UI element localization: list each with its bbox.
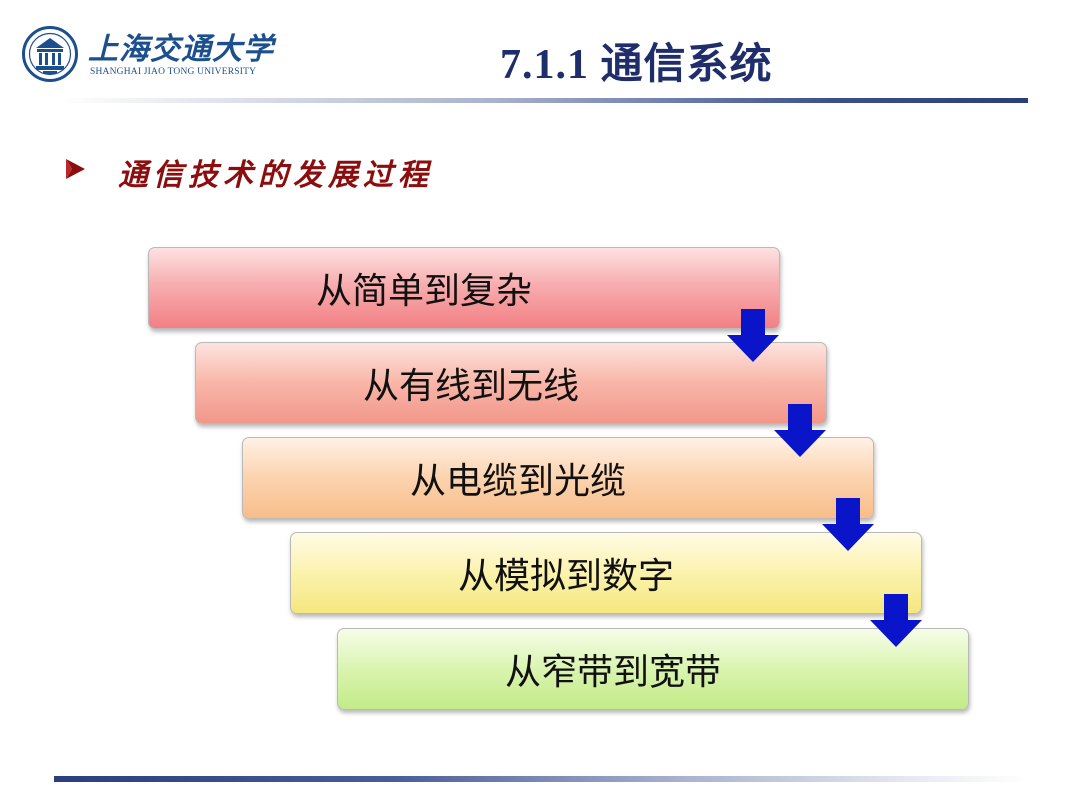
down-arrow-icon xyxy=(870,594,922,647)
step-box: 从有线到无线 xyxy=(195,342,827,424)
footer-divider xyxy=(54,776,1028,782)
step-box: 从电缆到光缆 xyxy=(242,437,874,519)
header-divider xyxy=(60,98,1028,103)
step-label: 从简单到复杂 xyxy=(315,271,532,312)
university-name-cn: 上海交通大学 xyxy=(88,32,274,67)
bullet-text: 通信技术的发展过程 xyxy=(118,158,433,193)
down-arrow-icon xyxy=(727,309,779,362)
step-label: 从电缆到光缆 xyxy=(409,461,626,502)
step-box: 从窄带到宽带 xyxy=(337,628,969,710)
slide-title: 7.1.1 通信系统 xyxy=(500,42,773,88)
step-label: 从窄带到宽带 xyxy=(504,652,721,693)
university-seal-icon xyxy=(22,26,78,82)
step-label: 从模拟到数字 xyxy=(457,556,674,597)
step-box: 从简单到复杂 xyxy=(148,247,780,329)
step-label: 从有线到无线 xyxy=(362,366,579,407)
down-arrow-icon xyxy=(774,404,826,457)
university-name-en: SHANGHAI JIAO TONG UNIVERSITY xyxy=(90,67,257,77)
arrow-bullet-icon xyxy=(66,159,85,179)
down-arrow-icon xyxy=(822,498,874,551)
step-box: 从模拟到数字 xyxy=(290,532,922,614)
university-logo: 上海交通大学 SHANGHAI JIAO TONG UNIVERSITY xyxy=(22,24,282,84)
